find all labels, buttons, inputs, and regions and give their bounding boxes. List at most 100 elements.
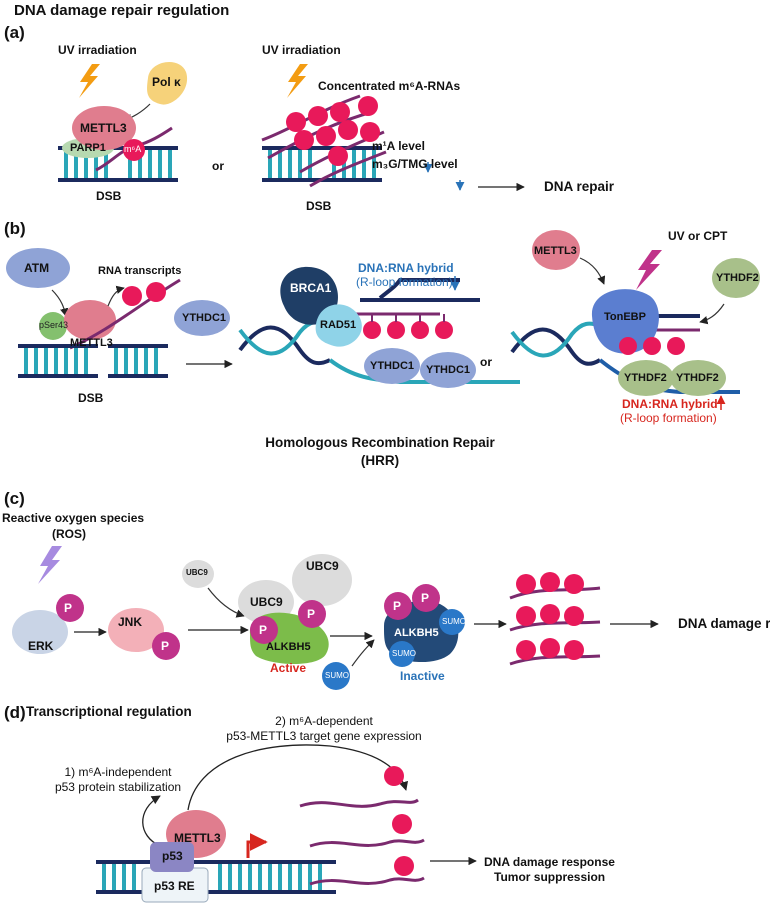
parp1-label: PARP1: [70, 142, 106, 154]
m6a-mark-a: [123, 139, 145, 161]
panel-a-label: (a): [4, 23, 25, 42]
figure-title: DNA damage repair regulation: [14, 2, 230, 19]
uv-bolt-icon: [79, 64, 100, 98]
ythdf2-label-b: YTHDF2: [676, 372, 719, 384]
panel-d-label: (d): [4, 703, 26, 722]
transcripts-label: RNA transcripts: [98, 265, 182, 277]
phospho-erk: [56, 594, 84, 622]
sumo-label-a: SUMO: [442, 617, 466, 626]
ythdf2-label-a: YTHDF2: [624, 372, 667, 384]
transcriptional-heading: Transcriptional regulation: [26, 704, 192, 719]
hybrid-red-label: DNA:RNA hybrid: [622, 397, 718, 411]
m6a-mark-d2: [392, 814, 412, 834]
ythdf2-protein-free: [712, 258, 760, 298]
ythdc1-label-free: YTHDC1: [182, 312, 227, 324]
m6a-row-r: [619, 337, 685, 355]
polk-protein: [147, 61, 188, 105]
ubc9-label-b: UBC9: [306, 559, 339, 573]
step1-line2: p53 protein stabilization: [54, 780, 182, 794]
phospho-alkbh5-d: [412, 584, 440, 612]
p-label-erk: P: [64, 601, 73, 615]
ythdc1-protein-free: [174, 300, 230, 336]
erk-protein: [12, 610, 68, 654]
p53-label: p53: [162, 849, 183, 863]
ros-label-2: (ROS): [52, 527, 86, 541]
mettl3-label-a: METTL3: [80, 121, 127, 135]
tss-arrow-icon: [246, 833, 268, 858]
step2-line1: 2) m⁶A-dependent: [275, 714, 373, 728]
mettl3-protein-a: [72, 106, 136, 150]
p-label-jnk: P: [161, 639, 170, 653]
phospho-alkbh5-b: [298, 600, 326, 628]
mettl3-label-d: METTL3: [174, 831, 221, 845]
mettl3-protein-r: [532, 230, 580, 270]
ythdc1-label-b: YTHDC1: [426, 364, 471, 376]
m6a-rna-c: [509, 572, 601, 666]
m3g-label: m₃G/TMG level: [372, 157, 458, 171]
p-label-alk-d: P: [421, 591, 430, 605]
rad51-label: RAD51: [320, 319, 357, 331]
sumo-bound-a: [439, 609, 465, 635]
uv-cpt-bolt-icon: [636, 250, 662, 290]
uv-bolt-icon-2: [287, 64, 308, 98]
rad51-protein: [315, 304, 362, 347]
polk-label: Pol κ: [152, 75, 181, 89]
pser43-label: pSer43: [39, 320, 69, 330]
ythdf2-protein-b: [670, 360, 726, 396]
dsb-dna-a1: [58, 146, 178, 182]
m6a-mark-d3: [394, 856, 414, 876]
alkbh5-label: ALKBH5: [266, 641, 311, 653]
ythdc1-protein-a: [364, 348, 420, 384]
atm-label: ATM: [24, 261, 50, 275]
dsb-label-1: DSB: [96, 189, 122, 203]
response-label-2: Tumor suppression: [494, 870, 606, 884]
target-mrna-d: [299, 798, 425, 886]
ubc9-protein-b: [292, 554, 352, 606]
panel-c-label: (c): [4, 489, 25, 508]
p-label-alk-b: P: [307, 607, 316, 621]
sumo-bound-b: [389, 641, 415, 667]
dsb-dna-b: [18, 344, 168, 378]
p53-dna: [96, 860, 336, 894]
damage-repair-label: DNA damage repair: [678, 616, 770, 631]
jnk-protein: [108, 608, 164, 652]
phospho-alkbh5-c: [384, 592, 412, 620]
active-label: Active: [270, 661, 307, 675]
m6a-cluster: [286, 96, 380, 166]
tonebp-label: TonEBP: [604, 311, 646, 323]
mettl3-label-b: METTL3: [70, 337, 113, 349]
ythdc1-protein-b: [420, 352, 476, 388]
concentrated-label: Concentrated m⁶A-RNAs: [318, 79, 461, 93]
phospho-alkbh5-a: [250, 616, 278, 644]
response-label-1: DNA damage response: [484, 855, 615, 869]
ythdc1-label-a: YTHDC1: [370, 360, 415, 372]
uv-label-2: UV irradiation: [262, 43, 341, 57]
erk-label: ERK: [28, 639, 54, 653]
step2-line2: p53-METTL3 target gene expression: [226, 729, 422, 743]
panel-b-label: (b): [4, 219, 26, 238]
alkbh5-label-2: ALKBH5: [394, 627, 439, 639]
ros-label-1: Reactive oxygen species: [2, 511, 145, 525]
atm-protein: [6, 248, 70, 288]
tonebp-protein: [591, 289, 659, 354]
ythdf2-protein-a: [618, 360, 674, 396]
sumo-free: [322, 662, 350, 690]
ythdf2-label-free: YTHDF2: [716, 272, 759, 284]
or-label-b: or: [480, 355, 492, 369]
ubc9-label-a: UBC9: [250, 595, 283, 609]
rloop-blue-label: (R-loop formation): [356, 275, 453, 289]
uv-label-1: UV irradiation: [58, 43, 137, 57]
m6a-label-a: m⁶A: [124, 144, 142, 154]
p53re-label: p53 RE: [154, 879, 195, 893]
hrr-title: Homologous Recombination Repair: [265, 435, 495, 450]
m6a-mark-d1: [384, 766, 404, 786]
inactive-label: Inactive: [400, 669, 445, 683]
brca1-label: BRCA1: [290, 281, 332, 295]
step1-line1: 1) m⁶A-independent: [64, 765, 172, 779]
m1a-label: m¹A level: [372, 139, 425, 153]
sumo-label-b: SUMO: [392, 649, 416, 658]
m6a-mark-b2: [146, 282, 166, 302]
pser43-mark: [39, 312, 67, 340]
m6a-mark-b1: [122, 286, 142, 306]
